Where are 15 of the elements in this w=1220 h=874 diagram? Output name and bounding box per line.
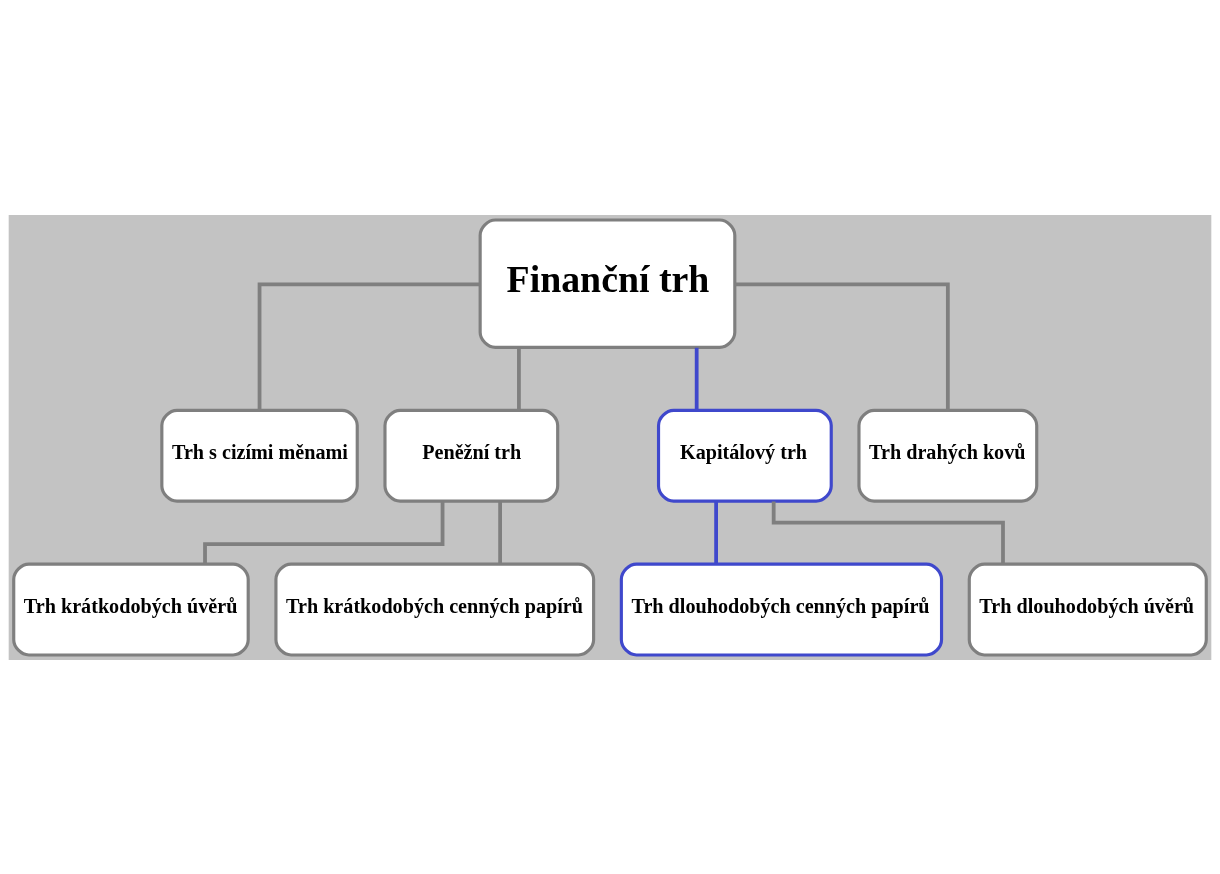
connector [735, 281, 950, 410]
node-box: Trh s cizími měnami [160, 408, 359, 503]
node-box: Trh krátkodobých úvěrů [12, 562, 250, 657]
connector [498, 501, 502, 564]
node-box: Trh dlouhodobých cenných papírů [619, 562, 944, 657]
connector [257, 281, 480, 410]
node-box: Peněžní trh [383, 408, 560, 503]
node-box: Trh krátkodobých cenných papírů [274, 562, 596, 657]
node-box: Kapitálový trh [656, 408, 833, 503]
node-box: Trh drahých kovů [857, 408, 1039, 503]
node-box: Finanční trh [478, 217, 737, 349]
connector [714, 501, 718, 564]
connector [694, 347, 699, 410]
connector [517, 347, 521, 410]
node-box: Trh dlouhodobých úvěrů [967, 562, 1208, 657]
